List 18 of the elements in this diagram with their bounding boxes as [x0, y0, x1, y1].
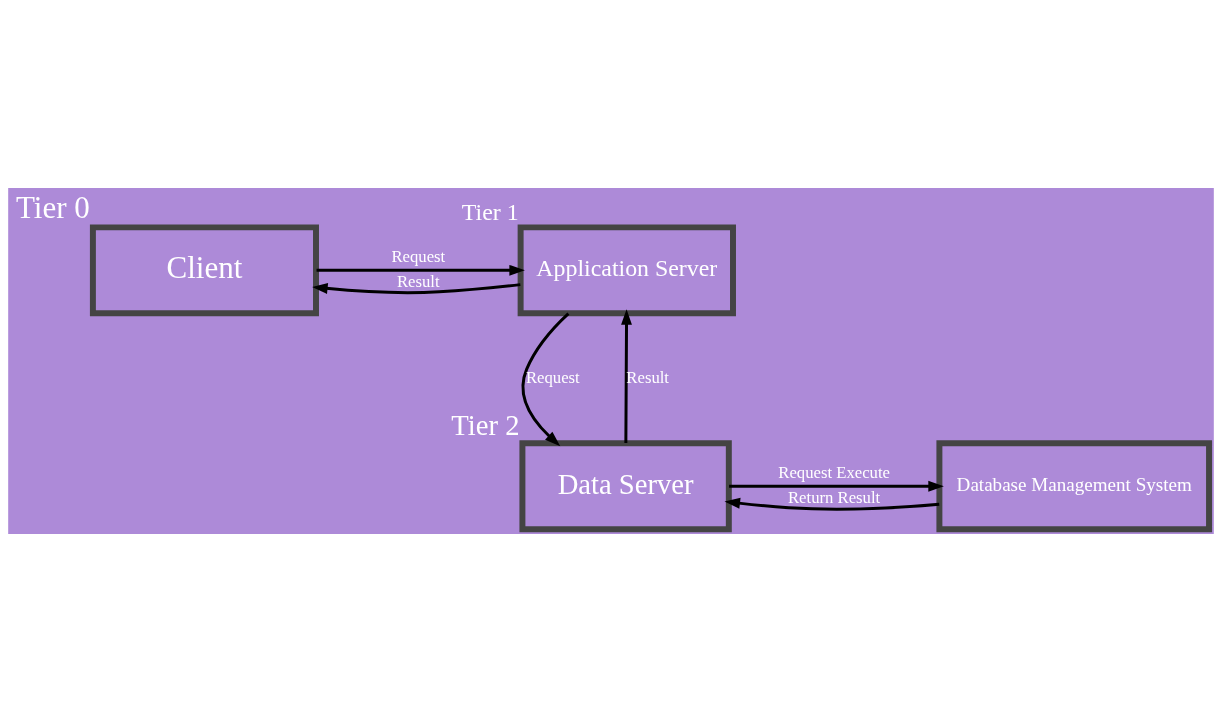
arrow	[621, 308, 632, 443]
node-label: Tier 2	[451, 408, 520, 441]
edge-label: Request	[525, 367, 580, 387]
edge-label: Return Result	[787, 487, 881, 507]
node-label: Tier 0	[16, 189, 90, 225]
arrow	[729, 480, 944, 492]
edge-label: Request Execute	[778, 462, 890, 482]
node-box: Client	[89, 223, 319, 316]
node-label: Tier 1	[461, 198, 519, 225]
edge-label: Request	[391, 246, 446, 266]
node-box: Application Server	[517, 223, 736, 316]
arrow	[312, 282, 521, 294]
arrow	[724, 497, 940, 511]
node-box: Database Management System	[936, 439, 1213, 532]
arrow	[316, 264, 525, 276]
node-box: Data Server	[519, 439, 732, 532]
arrow	[521, 312, 570, 446]
edge-label: Result	[396, 271, 440, 291]
